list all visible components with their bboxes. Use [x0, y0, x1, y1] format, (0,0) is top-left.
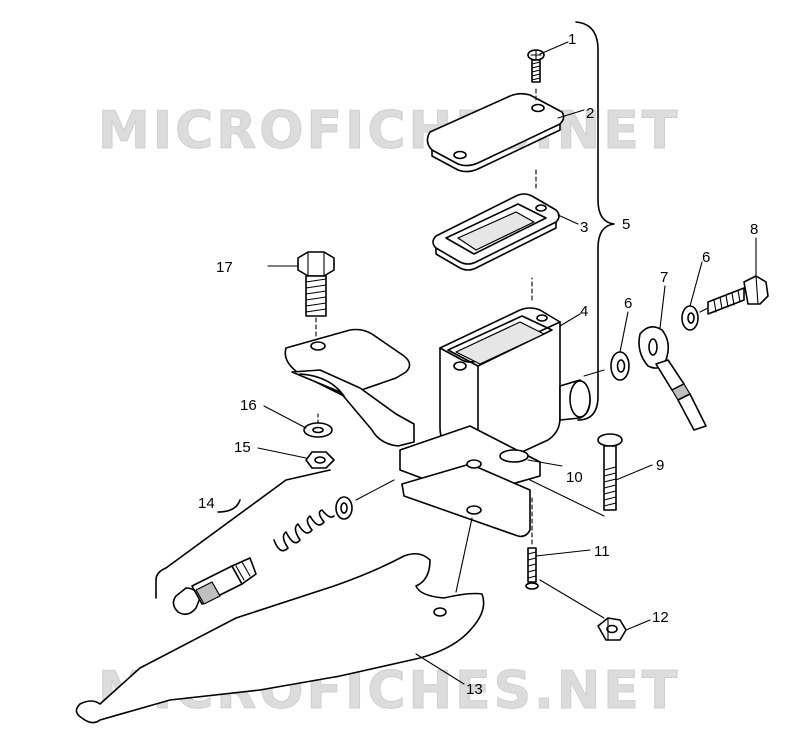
callout-4: 4	[580, 303, 588, 320]
part-1-screw	[527, 49, 545, 83]
part-8-banjo-bolt	[699, 275, 769, 315]
callout-3: 3	[580, 219, 588, 236]
part-16-washer	[303, 413, 333, 438]
callout-10: 10	[566, 469, 583, 486]
callout-17: 17	[216, 259, 233, 276]
part-3-diaphragm	[432, 193, 560, 271]
part-10-o-ring	[499, 449, 563, 467]
callout-5: 5	[622, 216, 630, 233]
callout-2: 2	[586, 105, 594, 122]
part-9-bolt	[529, 433, 623, 517]
part-7-banjo-fitting	[583, 326, 707, 431]
handlebar-clamp	[284, 328, 415, 447]
callout-15: 15	[234, 439, 251, 456]
callout-1: 1	[568, 31, 576, 48]
part-6-washer-left	[610, 351, 630, 381]
callout-7: 7	[660, 269, 668, 286]
part-5-bracket	[575, 21, 615, 421]
part-17-bolt	[297, 251, 335, 339]
callout-14: 14	[198, 495, 215, 512]
part-6-washer-right	[681, 305, 699, 331]
part-12-nut	[597, 617, 627, 641]
callout-16: 16	[240, 397, 257, 414]
callout-8: 8	[750, 221, 758, 238]
callout-6-left: 6	[624, 295, 632, 312]
callout-11: 11	[594, 543, 610, 560]
part-2-cover	[426, 92, 565, 173]
part-14-piston-assembly	[155, 469, 395, 616]
part-13-lever	[75, 517, 485, 724]
part-15-nut	[305, 451, 335, 469]
callout-9: 9	[656, 457, 664, 474]
leader-lines	[257, 41, 757, 685]
part-11-screw	[525, 497, 605, 619]
callout-12: 12	[652, 609, 669, 626]
callout-6-right: 6	[702, 249, 710, 266]
callout-13: 13	[466, 681, 483, 698]
part-4-master-cylinder-body	[399, 307, 591, 538]
